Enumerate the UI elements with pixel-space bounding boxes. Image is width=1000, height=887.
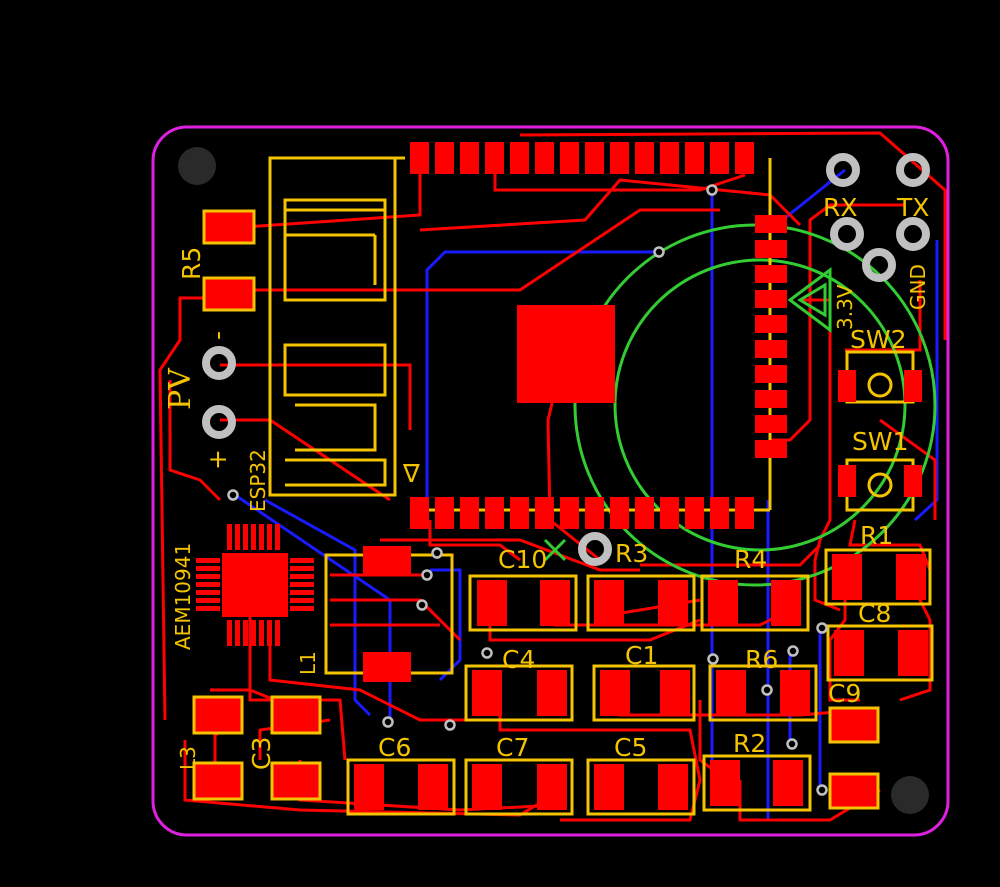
c1-label: C1 [625, 641, 658, 670]
aem10941-label: AEM10941 [171, 543, 195, 650]
c8-label: C8 [858, 599, 891, 628]
vias [227, 184, 828, 796]
sw2-switch: SW2 [838, 325, 922, 404]
pv-plus-label: + [203, 449, 232, 470]
sw1-switch: SW1 [838, 427, 922, 512]
v33-label: 3.3V [833, 284, 857, 330]
esp32-thermal-pad [517, 305, 615, 403]
board-outline [151, 125, 950, 837]
r3-label: R3 [615, 539, 648, 568]
c9-capacitor: C9 [828, 679, 880, 810]
r4-resistor: R4 [700, 545, 810, 632]
tx-pin-top [896, 153, 930, 187]
tx-pin-bottom [896, 217, 930, 251]
pv-label: PV [163, 367, 198, 410]
esp32-designator: ESP32 [246, 449, 270, 512]
c7-capacitor: C7 [464, 733, 574, 816]
test-point-via [578, 532, 612, 566]
rx-pin-bottom [830, 217, 864, 251]
c5-capacitor: C5 [586, 733, 696, 816]
esp32-bottom-pads [410, 497, 754, 529]
r6-resistor: R6 [708, 645, 818, 722]
c6-capacitor: C6 [346, 733, 456, 816]
mounting-hole-bottom-right [891, 776, 929, 814]
c3-capacitor: C3 [247, 695, 322, 801]
l1-label: L1 [296, 651, 320, 675]
esp32-right-pads [755, 215, 787, 458]
c10-label: C10 [498, 545, 547, 574]
c10-capacitor: C10 [468, 545, 578, 632]
r4-label: R4 [734, 545, 767, 574]
c4-label: C4 [502, 645, 535, 674]
mounting-hole-top-left [178, 147, 216, 185]
r2-resistor: R2 [702, 729, 812, 812]
l3-label: L3 [176, 746, 200, 770]
r5-label: R5 [177, 247, 206, 280]
c8-capacitor: C8 [826, 599, 934, 682]
r1-resistor: R1 [824, 521, 932, 606]
gnd-label: GND [906, 264, 930, 310]
pv-plus-pin [202, 405, 236, 439]
r2-label: R2 [733, 729, 766, 758]
c9-label: C9 [828, 679, 861, 708]
esp32-top-pads [410, 142, 754, 174]
c3-label: C3 [247, 737, 276, 770]
r5-resistor: R5 [177, 209, 256, 312]
rx-label: RX [823, 193, 858, 222]
tx-label: TX [896, 193, 929, 222]
pv-minus-label: - [203, 331, 232, 340]
c1-capacitor: C1 [592, 641, 696, 722]
aem10941-ic [196, 524, 314, 646]
l1-inductor: L1 [296, 546, 454, 682]
pv-minus-pin [202, 346, 236, 380]
c6-label: C6 [378, 733, 411, 762]
r1-label: R1 [860, 521, 893, 550]
sw1-label: SW1 [852, 427, 909, 456]
esp32-antenna-marker: ∇ [402, 459, 420, 488]
sw2-label: SW2 [850, 325, 907, 354]
serial-header: RX TX 3.3V GND [823, 153, 930, 330]
c5-label: C5 [614, 733, 647, 762]
rx-pin-top [826, 153, 860, 187]
pv-connector: PV - + [163, 331, 236, 470]
r3-resistor: R3 [586, 539, 696, 632]
l3-inductor: L3 [176, 695, 244, 801]
c4-capacitor: C4 [464, 645, 574, 722]
c7-label: C7 [496, 733, 529, 762]
gnd-pin [862, 248, 896, 282]
r6-label: R6 [745, 645, 778, 674]
